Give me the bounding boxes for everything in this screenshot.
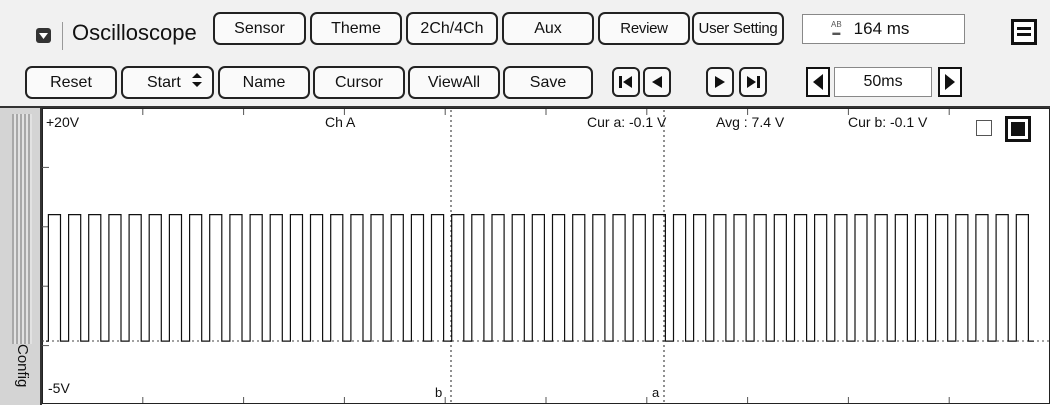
step-forward-icon[interactable] xyxy=(706,67,734,97)
bottom-voltage-label: -5V xyxy=(48,380,70,396)
time-readout-value: 164 ms xyxy=(853,19,910,38)
skip-to-start-icon[interactable] xyxy=(612,67,640,97)
config-panel[interactable]: Config xyxy=(0,108,42,405)
cursor-b-readout: Cur b: -0.1 V xyxy=(848,114,928,130)
name-button[interactable]: Name xyxy=(218,66,310,99)
channel-toggle-checkbox[interactable] xyxy=(976,120,992,136)
save-button[interactable]: Save xyxy=(503,66,593,99)
cursor-a-marker: a xyxy=(652,385,660,400)
step-back-icon[interactable] xyxy=(643,67,671,97)
zoom-increase-icon[interactable] xyxy=(938,67,962,97)
plot-border xyxy=(42,108,1050,404)
app-title: Oscilloscope xyxy=(72,20,197,45)
channel-checkbox-checked[interactable] xyxy=(1005,116,1031,142)
top-voltage-label: +20V xyxy=(46,114,80,130)
zoom-decrease-icon[interactable] xyxy=(806,67,830,97)
cursor-a-readout: Cur a: -0.1 V xyxy=(587,114,667,130)
cursor-b-marker: b xyxy=(435,385,443,400)
window-layout-icon[interactable] xyxy=(1011,19,1037,45)
up-down-spinner-icon xyxy=(192,73,202,92)
skip-to-end-icon[interactable] xyxy=(739,67,767,97)
time-icon: AB▬ xyxy=(831,20,842,37)
view-all-button[interactable]: ViewAll xyxy=(408,66,500,99)
average-readout: Avg : 7.4 V xyxy=(716,114,785,130)
panel-grip[interactable] xyxy=(12,114,32,344)
divider xyxy=(62,22,63,50)
channel-label: Ch A xyxy=(325,114,356,130)
sensor-button[interactable]: Sensor xyxy=(213,12,306,45)
review-button[interactable]: Review xyxy=(598,12,690,45)
waveform-plot xyxy=(42,108,1050,404)
reset-button[interactable]: Reset xyxy=(25,66,117,99)
scope-display[interactable]: +20V Ch A Cur a: -0.1 V Avg : 7.4 V Cur … xyxy=(42,108,1050,405)
menu-icon[interactable] xyxy=(36,28,51,43)
toolbar: Oscilloscope Sensor Theme 2Ch/4Ch Aux Re… xyxy=(0,0,1050,108)
cursor-button[interactable]: Cursor xyxy=(313,66,405,99)
channel-mode-button[interactable]: 2Ch/4Ch xyxy=(406,12,498,45)
start-select[interactable]: Start xyxy=(121,66,214,99)
theme-button[interactable]: Theme xyxy=(310,12,402,45)
start-select-label: Start xyxy=(147,73,181,91)
user-setting-button[interactable]: User Setting xyxy=(692,12,784,45)
aux-button[interactable]: Aux xyxy=(502,12,594,45)
ch-a-waveform xyxy=(46,214,1034,342)
zoom-value[interactable]: 50ms xyxy=(834,67,932,97)
time-readout: AB▬ 164 ms xyxy=(802,14,965,44)
config-panel-label: Config xyxy=(14,344,31,388)
